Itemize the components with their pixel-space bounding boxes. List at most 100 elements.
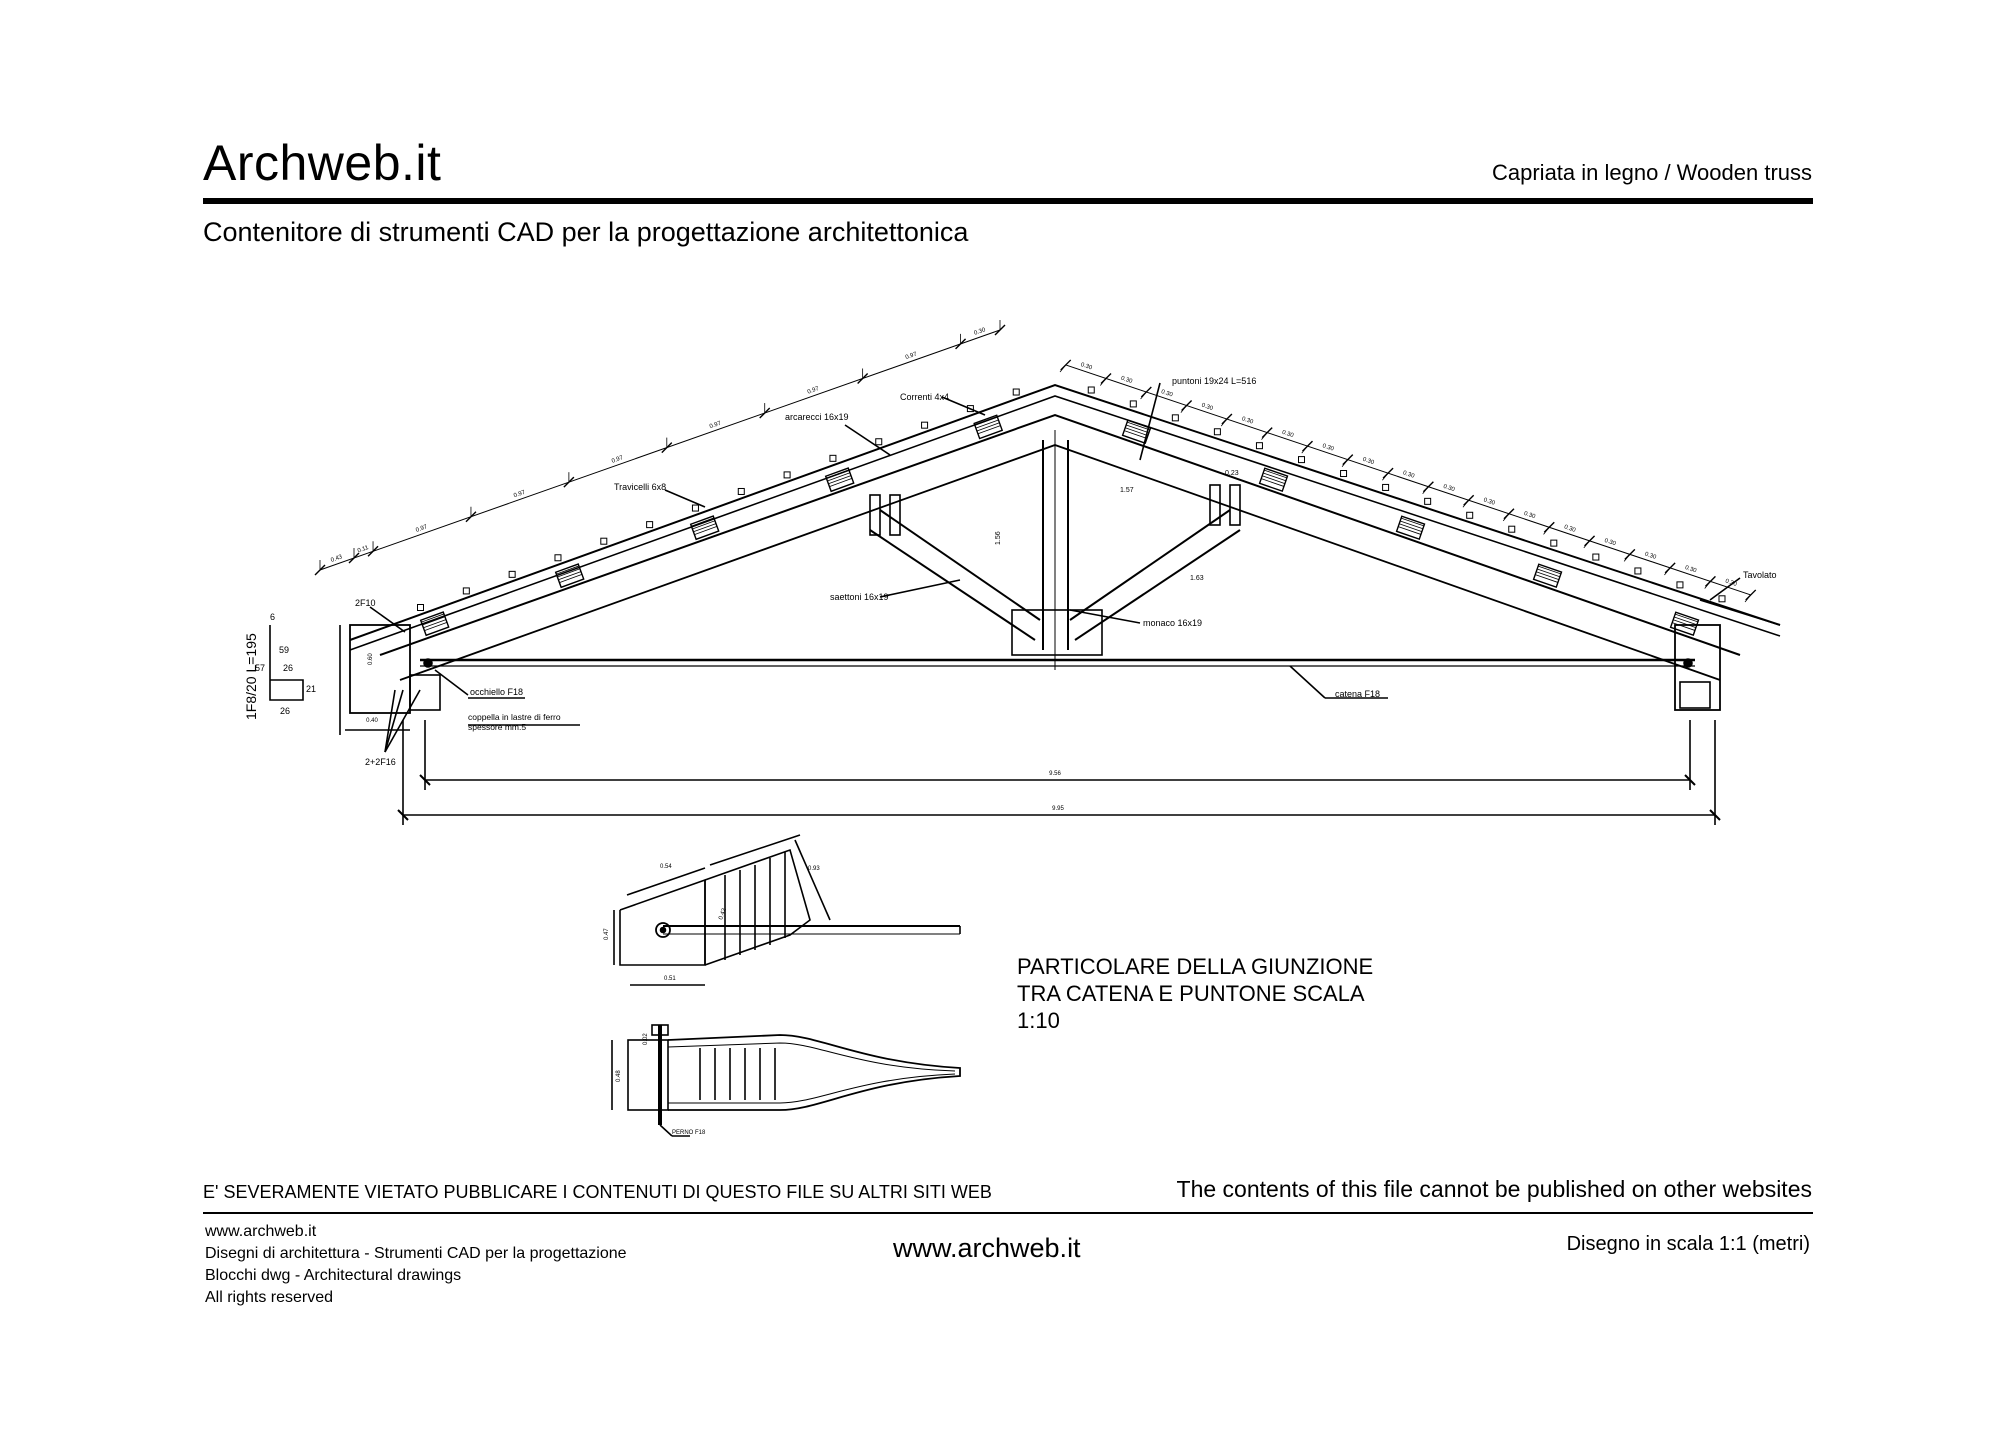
chord-dimension-label: 0.30 [1724,579,1738,589]
stirrup-detail: 1F8/20 L=195 6 59 57 26 21 26 [243,612,316,720]
chord-dimension-label: 0.30 [1201,403,1215,413]
rebar-dim-6: 6 [270,612,275,622]
batten [1424,497,1432,505]
label-perno: PERNO F18 [672,1130,706,1136]
label-occhiello: occhiello F18 [470,687,523,697]
batten [921,421,929,429]
purlin [824,467,855,493]
side-height-dim: 0.60 [368,653,374,665]
label-coppella-1: coppella in lastre di ferro [468,712,561,722]
batten [1012,388,1020,396]
label-catena: catena F18 [1335,689,1380,699]
rebar-dim-57: 57 [255,663,265,673]
strut-dim: 1.57 [1120,487,1134,494]
detail-dim-d: 0.51 [664,976,676,982]
chord-dimension-label: 0.97 [807,386,821,396]
batten [1129,400,1137,408]
detail-title-line-2: TRA CATENA E PUNTONE SCALA [1017,981,1365,1006]
base-width-dim: 0.40 [366,718,378,724]
batten [1340,470,1348,478]
dimension-lines: 0.430.110.970.970.970.970.970.970.300.30… [314,320,1757,603]
joint-detail-plan: 0.54 0.93 0.47 0.51 [604,834,961,986]
footer-rule [203,1212,1813,1214]
detail-dim-c: 0.47 [604,928,610,940]
chord-dimension-label: 0.97 [415,524,429,534]
batten [875,438,883,446]
footer-scale: Disegno in scala 1:1 (metri) [1566,1233,1810,1255]
drawing-subject: Capriata in legno / Wooden truss [1492,160,1812,185]
purlin [1532,563,1563,589]
rebar-dim-59: 59 [279,645,289,655]
roof-structure [349,383,1781,714]
label-monaco: monaco 16x19 [1143,618,1202,628]
chord-dimension-label: 0.43 [330,554,344,564]
strut-dim-2: 1.63 [1190,575,1204,582]
chord-dimension-label: 0.30 [1281,430,1295,440]
chord-dimension-label: 0.30 [1120,376,1134,386]
chord-dimension-label: 0.97 [611,455,625,465]
chord-dimension-label: 0.30 [1523,511,1537,521]
chord-dimension-label: 0.30 [973,327,987,337]
tagline: Contenitore di strumenti CAD per la prog… [203,217,969,247]
purlins [419,414,1700,637]
purlin [1669,611,1700,637]
footer-url: www.archweb.it [893,1233,1081,1263]
label-rebar: 1F8/20 L=195 [243,633,259,720]
warning-italian: E' SEVERAMENTE VIETATO PUBBLICARE I CONT… [203,1182,992,1202]
label-tavolato: Tavolato [1743,570,1777,580]
footer-credit-line: Disegni di architettura - Strumenti CAD … [205,1245,627,1262]
batten [1087,386,1095,394]
strut-top-dim: 0.23 [1225,470,1239,477]
batten [1255,442,1263,450]
footer-credit-line: All rights reserved [205,1289,334,1306]
label-saettoni: saettoni 16x19 [830,592,889,602]
batten [1508,525,1516,533]
footer-credits: www.archweb.it Disegni di architettura -… [205,1221,627,1309]
batten [1171,414,1179,422]
batten [1213,428,1221,436]
batten [737,487,745,495]
detail-dim-f: 0.02 [643,1033,649,1045]
chord-dimension-label: 0.30 [1402,470,1416,480]
label-2f10: 2F10 [355,598,376,608]
purlin [973,414,1004,440]
chord-dimension-label: 0.30 [1442,484,1456,494]
footer-credit-line: Blocchi dwg - Architectural drawings [205,1267,462,1284]
batten [966,405,974,413]
purlin [1121,419,1152,445]
span-inner-dim: 9.56 [1049,771,1061,777]
batten [554,554,562,562]
label-travicelli: Travicelli 6x8 [614,482,666,492]
warning-english: The contents of this file cannot be publ… [1176,1176,1812,1202]
purlin [1395,515,1426,541]
brand-logo-text: Archweb.it [203,135,442,191]
chord-dimension-label: 0.30 [1563,524,1577,534]
label-coppella-2: spessore mm.5 [468,722,526,732]
chord-dimension-label: 0.30 [1362,457,1376,467]
purlin [554,563,585,589]
chord-dimension-label: 0.30 [1684,565,1698,575]
batten [417,604,424,611]
span-outer-dim: 9.95 [1052,806,1064,812]
batten [1298,456,1305,464]
detail-dim-b: 0.93 [808,866,820,872]
batten [508,570,516,578]
label-puntoni: puntoni 19x24 L=516 [1172,376,1256,386]
chord-dimension-label: 0.97 [709,420,723,430]
chord-dimension-label: 0.30 [1483,497,1497,507]
detail-dim-a: 0.54 [660,864,672,870]
batten [1718,595,1726,603]
batten [1676,581,1684,589]
detail-dim-g: 0.42 [718,907,728,921]
detail-title-line-1: PARTICOLARE DELLA GIUNZIONE [1017,954,1374,979]
annotations: Correnti 4x4 arcarecci 16x19 Travicelli … [355,376,1777,767]
rebar-dim-26a: 26 [283,663,293,673]
detail-dim-e: 0.48 [616,1070,622,1082]
batten [600,537,608,545]
purlin [689,515,720,541]
rebar-dim-26b: 26 [280,706,290,716]
monaco-height-dim: 1.56 [995,531,1002,545]
roof-battens [417,386,1726,611]
span-dimensions: 9.56 9.95 [397,720,1721,825]
batten [829,454,837,462]
